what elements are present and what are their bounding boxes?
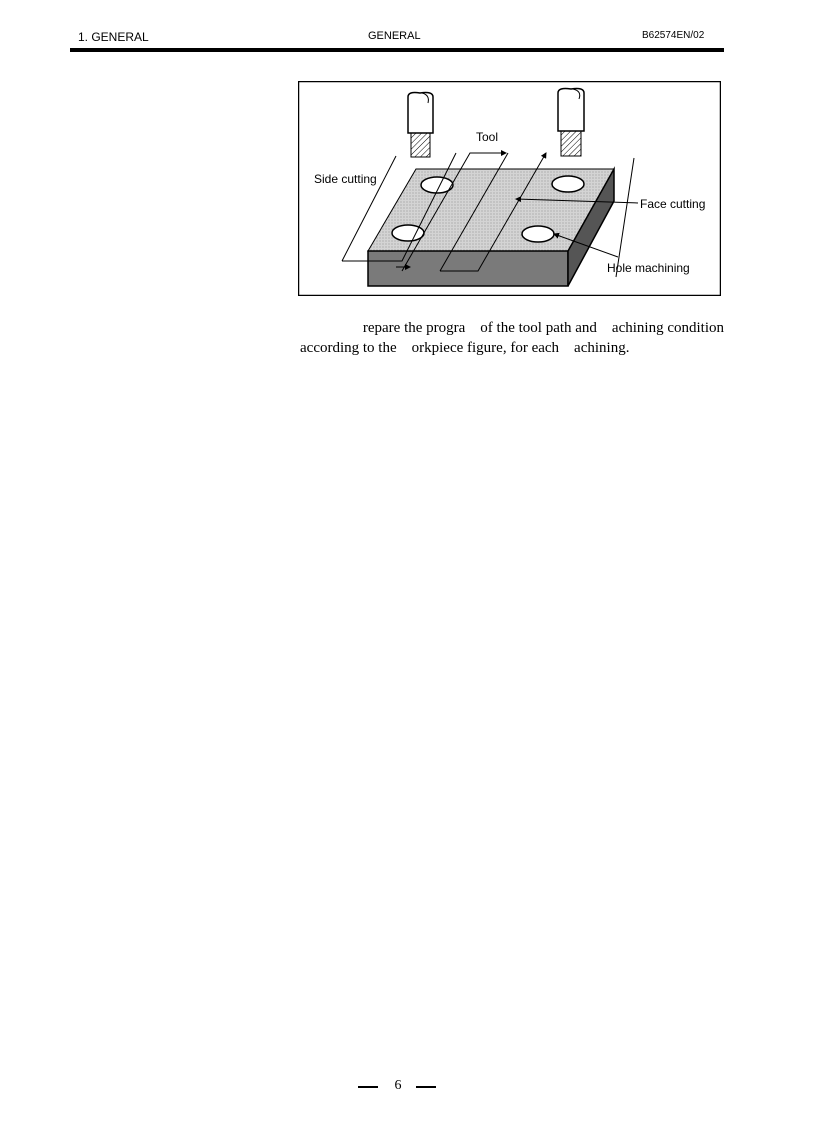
machining-diagram: Tool Side cutting Face cutting Hole mach…	[298, 81, 721, 296]
header-section: 1. GENERAL	[78, 30, 149, 44]
plate-side-face	[567, 166, 615, 287]
tool-path-top	[401, 150, 507, 272]
tool-path-mid	[439, 152, 509, 272]
hole-back-right	[551, 175, 585, 193]
machining-figure: Tool Side cutting Face cutting Hole mach…	[298, 81, 721, 296]
header-title: GENERAL	[368, 30, 421, 42]
tool-right-icon	[557, 87, 585, 157]
label-tool: Tool	[476, 130, 498, 144]
hole-front-right	[521, 225, 555, 243]
page-number: 6	[394, 1078, 402, 1093]
hole-machining-leader	[553, 232, 619, 258]
plate-front-face	[367, 250, 569, 287]
side-cutting-path	[342, 152, 457, 262]
label-hole-machining: Hole machining	[607, 261, 690, 275]
tool-path-right	[440, 152, 547, 272]
side-cutting-line	[341, 155, 397, 262]
footer-dash-right	[416, 1086, 436, 1088]
header-doc-code: B62574EN/02	[642, 30, 705, 41]
body-line-2: according to the orkpiece figure, for ea…	[300, 340, 630, 356]
page-footer: 6	[358, 1078, 438, 1098]
hole-back-left	[420, 176, 454, 194]
label-face-cutting: Face cutting	[640, 197, 705, 211]
face-cutting-leader	[515, 196, 639, 204]
face-cutting-diagonal	[615, 157, 635, 278]
header-rule	[70, 48, 724, 52]
tool-left-icon	[407, 91, 434, 158]
body-paragraph: repare the progra of the tool path and a…	[300, 318, 724, 358]
footer-dash-left	[358, 1086, 378, 1088]
body-line-1: repare the progra of the tool path and a…	[362, 320, 724, 336]
label-side-cutting: Side cutting	[314, 172, 377, 186]
